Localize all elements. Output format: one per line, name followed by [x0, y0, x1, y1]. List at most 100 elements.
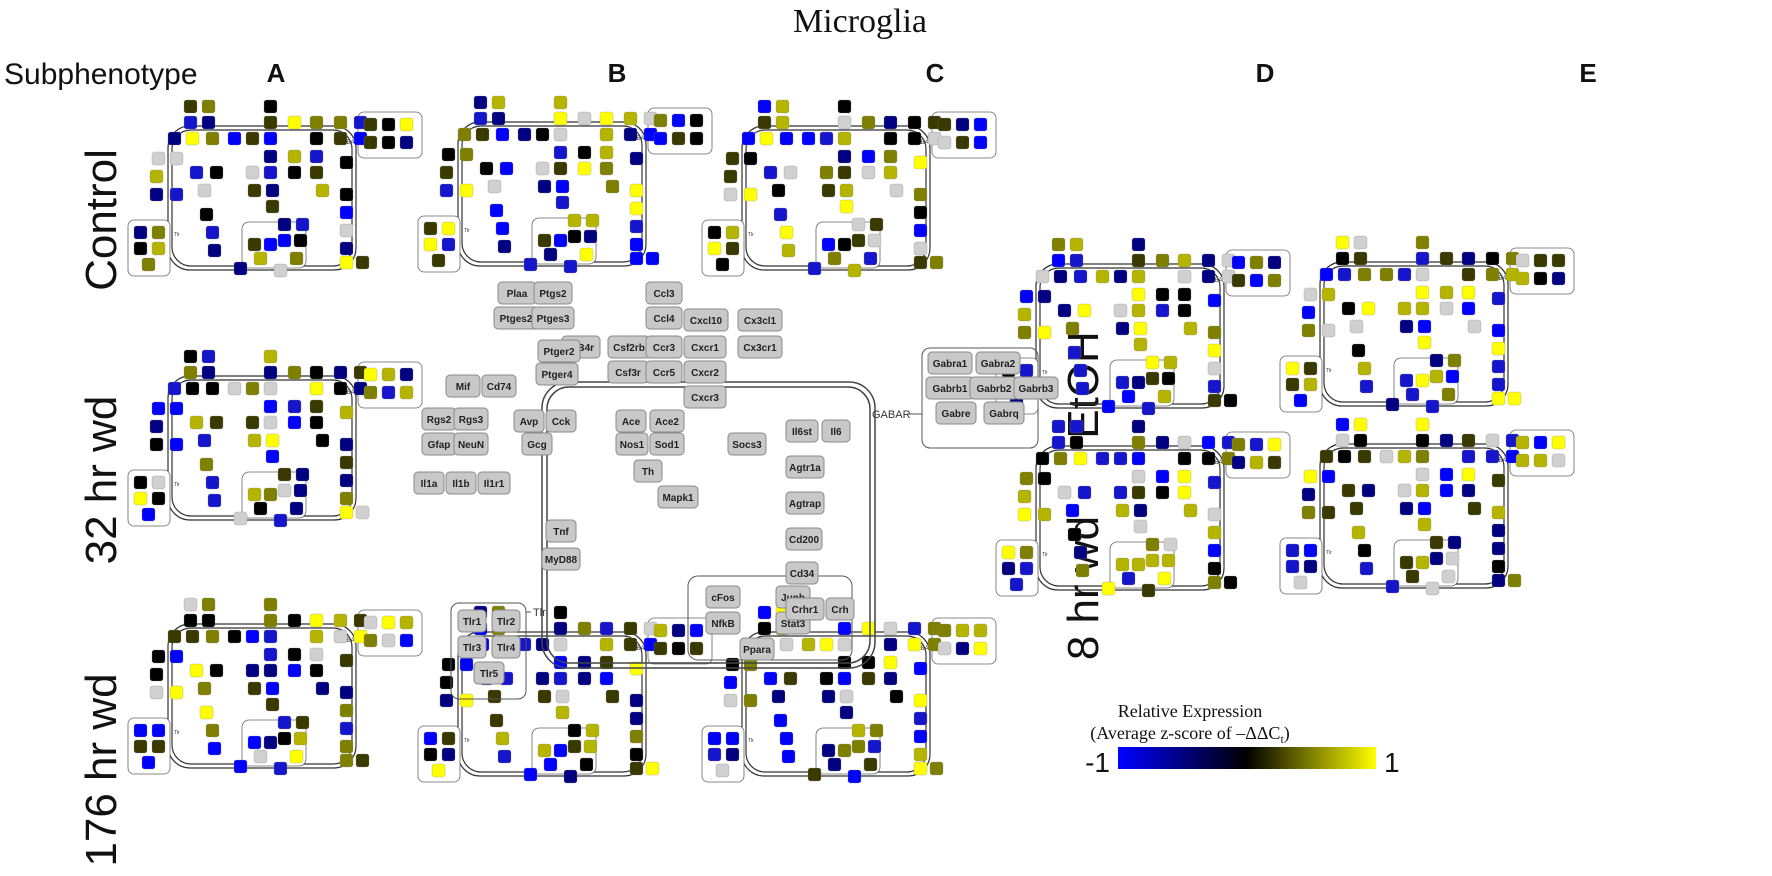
mini-expression-square [837, 743, 852, 758]
mini-expression-square [629, 183, 644, 198]
mini-expression-square [543, 757, 558, 772]
mini-expression-square [1019, 545, 1034, 560]
mini-expression-square [287, 647, 302, 662]
mini-expression-square [1301, 505, 1316, 520]
mini-expression-square [149, 419, 164, 434]
mini-expression-square [1551, 271, 1566, 286]
mini-expression-square [851, 233, 866, 248]
mini-expression-square [599, 161, 614, 176]
gene-box-fill [537, 339, 581, 363]
gene-box-label: Gfap [428, 440, 451, 451]
gene-box-label: Tlr5 [480, 669, 499, 680]
mini-expression-square [1439, 483, 1454, 498]
mini-expression-square [245, 165, 260, 180]
gene-box-label: Rgs3 [459, 415, 484, 426]
mini-expression-square [863, 251, 878, 266]
mini-expression-square [151, 723, 166, 738]
mini-expression-square [233, 511, 248, 526]
mini-expression-square [315, 183, 330, 198]
gene-box-tlr2: Tlr2 [491, 609, 521, 633]
gene-box-fill [975, 351, 1021, 375]
mini-expression-square [1095, 269, 1110, 284]
mini-expression-square [423, 747, 438, 762]
gene-box-label: Cxcl10 [690, 316, 723, 327]
mini-expression-square [1069, 253, 1084, 268]
mini-expression-square [689, 131, 704, 146]
mini-expression-square [599, 127, 614, 142]
mini-expression-square [245, 629, 260, 644]
mini-expression-square [1177, 253, 1192, 268]
mini-expression-square [973, 135, 988, 150]
mini-expression-square [955, 641, 970, 656]
mini-expression-square [1485, 449, 1500, 464]
mini-expression-square [779, 131, 794, 146]
mini-expression-square [399, 633, 414, 648]
mini-expression-square [1249, 255, 1264, 270]
mini-expression-square [1447, 535, 1462, 550]
gene-box-label: NfkB [711, 619, 734, 630]
mini-expression-square [1249, 273, 1264, 288]
mini-expression-square [1177, 287, 1192, 302]
mini-expression-square [537, 689, 552, 704]
mini-expression-square [1507, 573, 1522, 588]
row-label-32hr: 32 hr wd [77, 396, 126, 565]
mini-expression-square [567, 213, 582, 228]
mini-expression-square [1001, 561, 1016, 576]
gene-box-fill [683, 335, 727, 359]
mini-expression-square [913, 711, 928, 726]
mini-expression-square [1417, 319, 1432, 334]
gene-box-il6: Il6 [821, 419, 851, 443]
key-gabar-label: GABAR [872, 409, 911, 421]
mini-expression-square [1319, 267, 1334, 282]
mini-expression-square [1425, 399, 1440, 414]
mini-expression-square [537, 179, 552, 194]
mini-expression-square [209, 663, 224, 678]
mini-expression-square [1337, 267, 1352, 282]
mini-expression-square [819, 131, 834, 146]
mini-expression-square [381, 135, 396, 150]
mini-expression-square [937, 641, 952, 656]
mini-expression-square [955, 117, 970, 132]
gene-box-label: Agtr1a [789, 463, 821, 474]
gene-box-label: Tnf [553, 527, 569, 538]
mini-expression-square [1359, 561, 1374, 576]
mini-expression-square [1399, 319, 1414, 334]
mini-expression-square [629, 761, 644, 776]
mini-expression-square [889, 689, 904, 704]
mini-expression-square [1491, 505, 1506, 520]
mini-expression-square [277, 483, 292, 498]
mini-expression-square [577, 161, 592, 176]
mini-expression-square [869, 217, 884, 232]
mini-expression-square [295, 217, 310, 232]
gene-box-label: Cd74 [487, 382, 512, 393]
mini-expression-square [1397, 267, 1412, 282]
mini-expression-square [1177, 469, 1192, 484]
mini-expression-square [497, 239, 512, 254]
mini-expression-square [1439, 433, 1454, 448]
mini-expression-square [1019, 561, 1034, 576]
gene-box-label: Gabrb3 [1018, 384, 1053, 395]
mini-expression-square [1075, 563, 1090, 578]
mini-expression-square [707, 747, 722, 762]
mini-expression-square [689, 113, 704, 128]
mini-expression-square [1385, 397, 1400, 412]
mini-expression-square [839, 689, 854, 704]
mini-expression-square [783, 165, 798, 180]
mini-expression-square [363, 615, 378, 630]
gene-box-label: Ptges3 [537, 314, 570, 325]
mini-expression-square [201, 115, 216, 130]
mini-expression-square [289, 501, 304, 516]
mini-expression-square [1065, 321, 1080, 336]
mini-expression-square [399, 135, 414, 150]
gene-box-fill [683, 308, 729, 332]
gene-box-gabre: Gabre [935, 401, 977, 425]
mini-expression-square [623, 637, 638, 652]
mini-expression-square [253, 749, 268, 764]
mini-expression-square [441, 731, 456, 746]
mini-expression-square [141, 755, 156, 770]
mini-membrane-outer [457, 121, 647, 267]
gene-box-label: cFos [711, 593, 735, 604]
mini-expression-square [439, 675, 454, 690]
mini-expression-square [1341, 301, 1356, 316]
